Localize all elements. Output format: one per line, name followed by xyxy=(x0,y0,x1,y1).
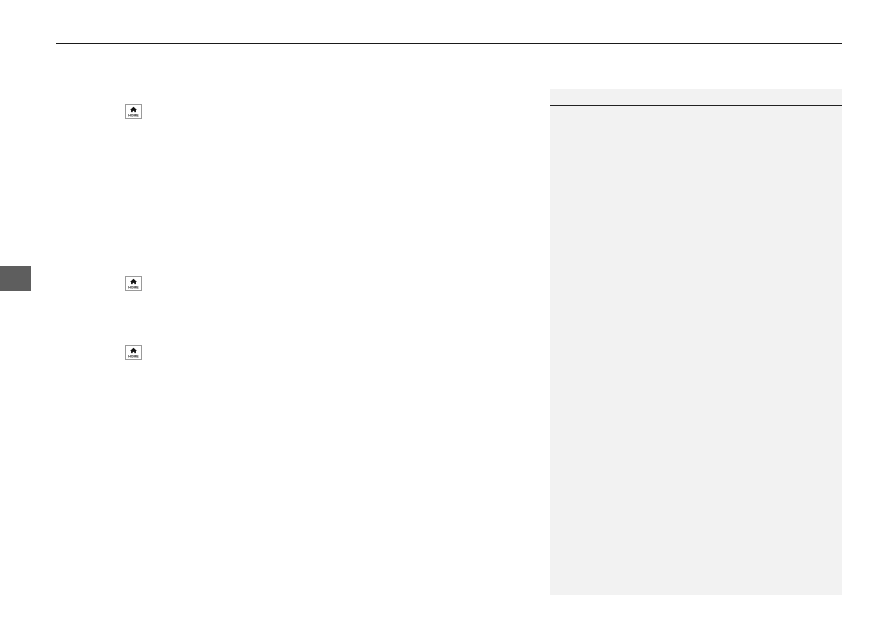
svg-text:HOME: HOME xyxy=(128,113,139,117)
svg-text:HOME: HOME xyxy=(128,285,139,289)
header-divider xyxy=(56,43,842,44)
home-icon: HOME xyxy=(125,345,142,360)
side-note-panel xyxy=(550,89,842,595)
home-icon: HOME xyxy=(125,276,142,291)
section-tab xyxy=(0,266,31,291)
home-icon: HOME xyxy=(125,104,142,119)
side-note-divider xyxy=(550,105,842,106)
svg-text:HOME: HOME xyxy=(128,354,139,358)
